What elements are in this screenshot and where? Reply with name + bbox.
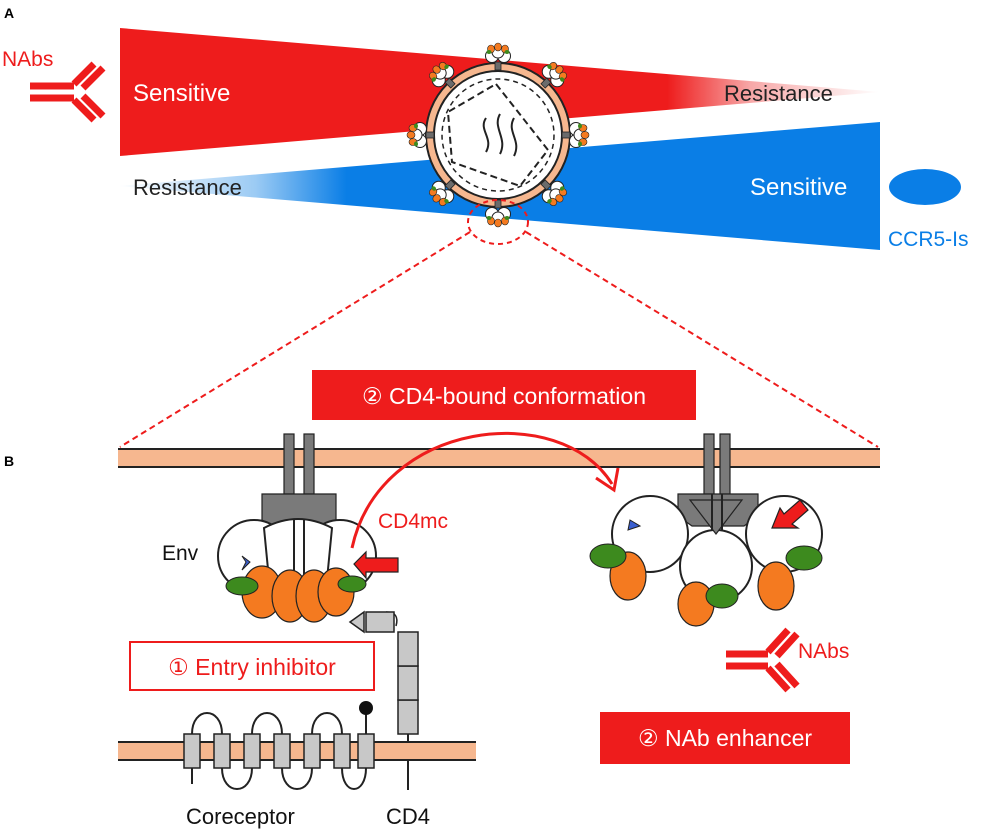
env-trimer-open: [589, 433, 823, 627]
viral-membrane: [118, 449, 880, 467]
coreceptor-label: Coreceptor: [186, 804, 295, 829]
panel-a-letter: A: [4, 5, 14, 21]
cd4-bound-conformation-label: ② CD4-bound conformation: [362, 383, 646, 409]
antibody-icon-right: [726, 627, 800, 693]
sensitive-red-label: Sensitive: [133, 80, 230, 107]
resistance-blue-label: Resistance: [133, 175, 242, 200]
cell-membrane: [118, 742, 476, 760]
coreceptor-loops: [191, 712, 367, 790]
ccr5-inhibitor-icon: [889, 169, 961, 205]
virion-icon: [406, 42, 590, 228]
nabs-label-right: NAbs: [798, 640, 849, 663]
sensitive-blue-label: Sensitive: [750, 174, 847, 201]
antibody-icon: [30, 61, 106, 123]
cd4mc-arrow-icon: [353, 550, 399, 580]
env-trimer-closed: [217, 433, 377, 623]
nab-enhancer-box: [600, 712, 850, 764]
zoom-line-right: [525, 231, 879, 448]
entry-inhibitor-label: ① Entry inhibitor: [168, 654, 336, 680]
ccr5-is-label: CCR5-Is: [888, 228, 969, 251]
zoom-highlight-circle: [467, 199, 529, 245]
cd4mc-label: CD4mc: [378, 510, 448, 533]
cd4mc-bound-arrow-icon: [771, 499, 809, 529]
env-label: Env: [162, 542, 199, 565]
zoom-line-left: [119, 231, 471, 448]
cd4-label: CD4: [386, 804, 430, 829]
resistance-red-label: Resistance: [724, 81, 833, 106]
nabs-label: NAbs: [2, 48, 53, 71]
panel-b-letter: B: [4, 453, 14, 469]
entry-inhibitor-box: [129, 641, 375, 691]
nab-enhancer-label: ② NAb enhancer: [638, 725, 812, 751]
cd4-receptor-icon: [348, 610, 419, 790]
coreceptor-tail-icon: [359, 701, 373, 715]
conformation-change-arrow: [350, 432, 614, 549]
cd4-bound-conformation-box: [312, 370, 696, 420]
